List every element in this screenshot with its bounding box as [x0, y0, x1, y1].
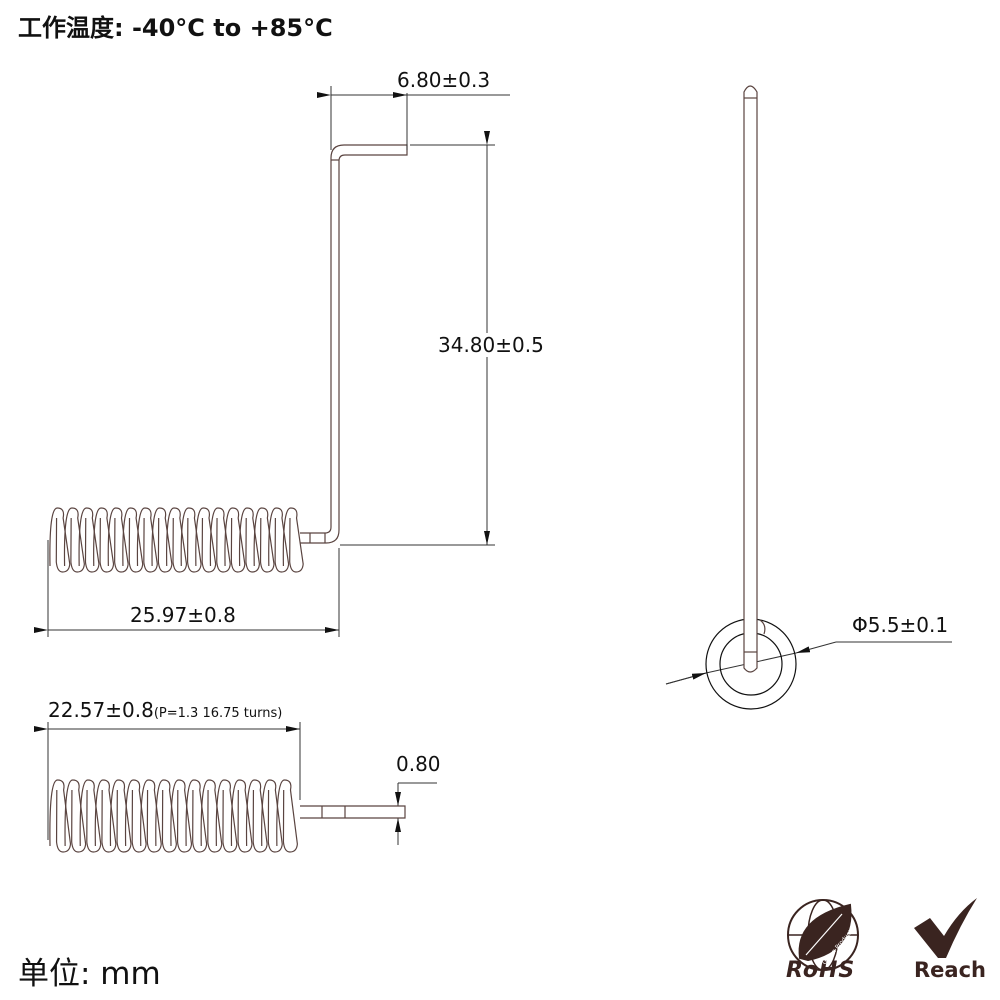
rohs-label: RoHS [786, 958, 856, 983]
coil-turn [109, 779, 132, 853]
dim-label-coil-length: 22.57±0.8(P=1.3 16.75 turns) [48, 698, 282, 722]
coil-turn [151, 507, 173, 573]
coil-turn [122, 507, 144, 573]
coil-turn [268, 507, 290, 573]
coil-turn [64, 779, 87, 853]
coil-turn [49, 779, 72, 853]
coil-side-view-bottom [49, 779, 298, 853]
dim-label-coil-diameter: Φ5.5±0.1 [852, 613, 949, 637]
coil-turn [200, 779, 223, 853]
coil-turn [180, 507, 202, 573]
dim-label-wire-diameter: 0.80 [396, 752, 441, 776]
coil-pitch-note: (P=1.3 16.75 turns) [153, 706, 283, 721]
coil-turn [238, 507, 261, 573]
coil-turn [155, 779, 177, 853]
antenna-wire-vertical [300, 144, 408, 544]
dim-label-bend-length: 6.80±0.3 [397, 68, 491, 92]
coil-turn [215, 779, 238, 853]
coil-turn [195, 507, 217, 573]
coil-turn [185, 779, 208, 853]
coil-turn [78, 507, 100, 573]
coil-turn [261, 779, 283, 853]
antenna-rod-end-view [743, 85, 758, 673]
coil-turn [282, 507, 304, 573]
coil-turn [224, 507, 246, 573]
coil-turn [124, 779, 147, 853]
antenna-wire-straight [300, 805, 406, 819]
coil-turn [276, 779, 298, 853]
coil-turn [253, 507, 275, 573]
coil-turn [166, 507, 188, 573]
coil-turn [107, 507, 129, 573]
dim-label-straight-length: 34.80±0.5 [438, 333, 544, 357]
operating-temperature-title: 工作温度: -40°C to +85°C [18, 14, 333, 42]
coil-turn [93, 507, 115, 573]
coil-turn [79, 779, 102, 853]
coil-turn [245, 779, 268, 853]
coil-turn [170, 779, 193, 853]
reach-check-icon [914, 898, 977, 958]
coil-turn [136, 507, 158, 573]
coil-turn [94, 779, 117, 853]
coil-side-view-top [49, 507, 304, 573]
coil-turn [63, 507, 85, 573]
coil-turn [230, 779, 253, 853]
coil-turn [140, 779, 162, 853]
unit-label: 单位: mm [18, 956, 161, 992]
coil-length: 22.57±0.8 [48, 698, 154, 722]
rohs-logo [787, 899, 859, 971]
coil-turn [209, 507, 231, 573]
coil-turn [49, 507, 71, 573]
reach-label: Reach [914, 958, 986, 982]
dim-label-total-length: 25.97±0.8 [130, 603, 236, 627]
